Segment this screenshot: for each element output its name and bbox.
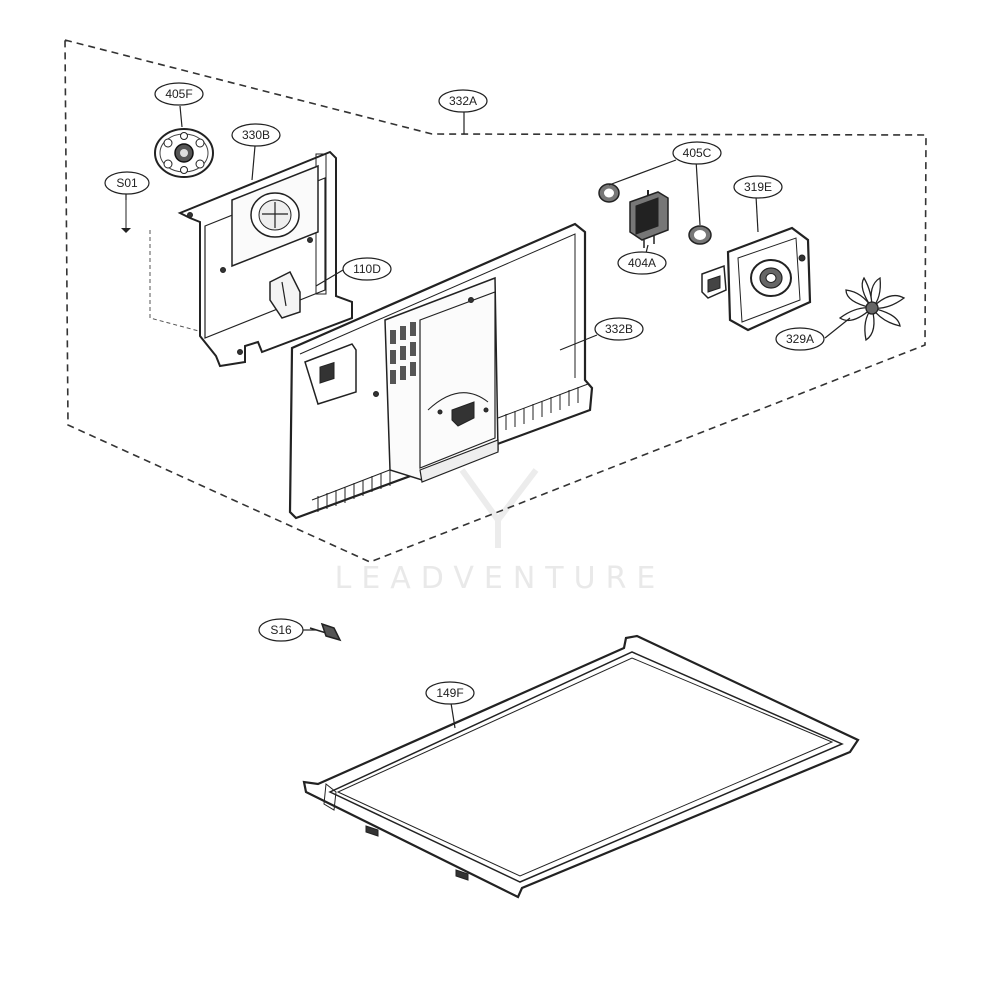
part-149f-shelf bbox=[302, 634, 860, 899]
leader-lines bbox=[125, 105, 851, 729]
callout-404a-label: 404A bbox=[628, 256, 656, 270]
callout-404a: 404A bbox=[617, 251, 667, 275]
part-404a-motor bbox=[629, 190, 669, 248]
part-330b-bracket bbox=[149, 150, 353, 368]
callout-330b: 330B bbox=[231, 123, 281, 147]
callout-319e: 319E bbox=[733, 175, 783, 199]
callout-149f-label: 149F bbox=[436, 686, 463, 700]
callout-405c-label: 405C bbox=[683, 146, 712, 160]
callout-405c: 405C bbox=[672, 141, 722, 165]
part-329a-fan-blade bbox=[838, 276, 906, 342]
part-319e-fan-housing bbox=[701, 226, 812, 332]
watermark: LEADVENTURE bbox=[335, 468, 666, 596]
callout-329a: 329A bbox=[775, 327, 825, 351]
watermark-text: LEADVENTURE bbox=[335, 561, 666, 596]
callout-s01-label: S01 bbox=[116, 176, 138, 190]
callout-s16: S16 bbox=[258, 618, 304, 642]
callout-149f: 149F bbox=[425, 681, 475, 705]
callout-405f-label: 405F bbox=[165, 87, 192, 101]
part-405c-ring-right bbox=[688, 225, 712, 245]
callout-s01: S01 bbox=[104, 171, 150, 195]
part-405c-ring-left bbox=[598, 183, 620, 203]
callout-110d-label: 110D bbox=[353, 262, 381, 276]
callout-405f: 405F bbox=[154, 82, 204, 106]
assembly-boundary bbox=[64, 38, 927, 563]
callout-s16-label: S16 bbox=[270, 623, 292, 637]
callout-332a-label: 332A bbox=[449, 94, 477, 108]
part-405f-disk bbox=[154, 128, 214, 178]
callout-332b-label: 332B bbox=[605, 322, 633, 336]
callout-329a-label: 329A bbox=[786, 332, 814, 346]
callout-330b-label: 330B bbox=[242, 128, 270, 142]
part-s01-screw bbox=[121, 200, 131, 233]
callout-319e-label: 319E bbox=[744, 180, 772, 194]
part-332b-panel bbox=[288, 222, 594, 520]
callout-332b: 332B bbox=[594, 317, 644, 341]
part-s16-screw bbox=[309, 622, 342, 642]
callout-332a: 332A bbox=[438, 89, 488, 113]
callout-110d: 110D bbox=[342, 257, 392, 281]
